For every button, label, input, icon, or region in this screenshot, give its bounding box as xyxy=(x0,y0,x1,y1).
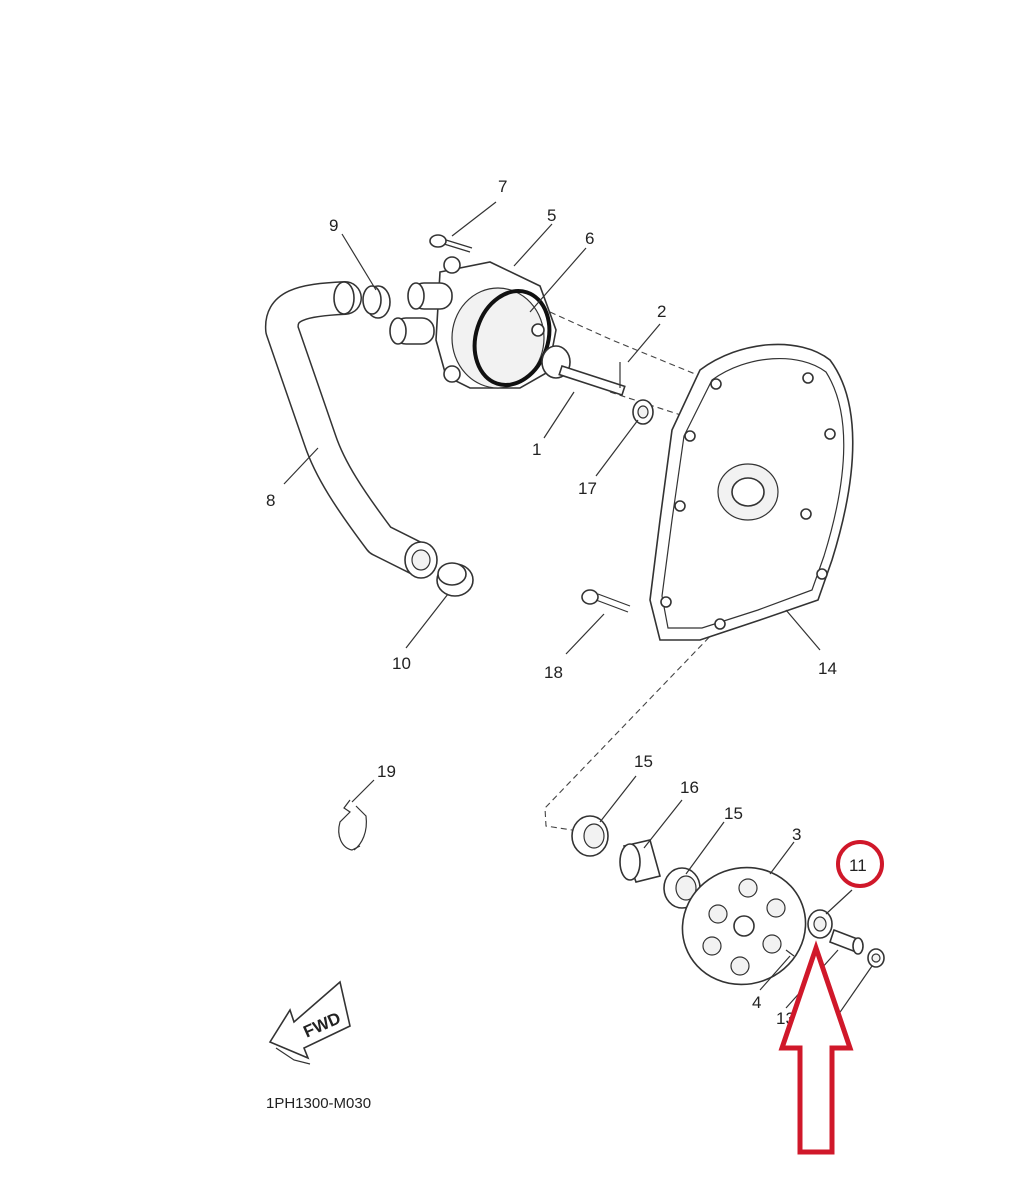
callout-19: 19 xyxy=(377,762,396,781)
callout-7: 7 xyxy=(498,177,507,196)
hose-clamp-upper xyxy=(362,285,391,319)
callout-15-rear: 15 xyxy=(724,804,743,823)
hose-clamp-lower xyxy=(436,562,474,597)
oil-seal xyxy=(632,399,654,425)
callout-6: 6 xyxy=(585,229,594,248)
callout-9: 9 xyxy=(329,216,338,235)
coolant-hose xyxy=(264,281,438,579)
forward-direction-badge: FWD xyxy=(268,980,351,1065)
callout-2: 2 xyxy=(657,302,666,321)
cover-bolt xyxy=(581,589,631,613)
impeller-washer xyxy=(807,909,833,939)
callout-1: 1 xyxy=(532,440,541,459)
callout-5: 5 xyxy=(547,206,556,225)
diagram-code: 1PH1300-M030 xyxy=(266,1095,371,1112)
impeller-pin xyxy=(785,949,795,957)
callout-11: 11 xyxy=(849,856,867,875)
impeller-plate xyxy=(681,866,807,986)
water-pump-housing xyxy=(389,256,557,389)
o-ring xyxy=(472,289,552,387)
bearing-front xyxy=(571,815,609,857)
callout-10: 10 xyxy=(392,654,411,673)
callout-8: 8 xyxy=(266,491,275,510)
callout-17: 17 xyxy=(578,479,597,498)
retaining-clip xyxy=(338,799,367,851)
callout-16: 16 xyxy=(680,778,699,797)
impeller-shaft xyxy=(541,345,626,396)
highlight-circle xyxy=(836,840,884,888)
impeller-bolt xyxy=(828,928,864,955)
highlight-arrow xyxy=(778,940,854,1155)
crankcase-cover xyxy=(649,343,854,641)
callout-14: 14 xyxy=(818,659,837,678)
collar xyxy=(619,839,661,883)
callout-15-front: 15 xyxy=(634,752,653,771)
callout-3: 3 xyxy=(792,825,801,844)
impeller-nut xyxy=(867,948,885,968)
callout-4: 4 xyxy=(752,993,761,1012)
housing-bolt xyxy=(429,234,473,253)
callout-18: 18 xyxy=(544,663,563,682)
